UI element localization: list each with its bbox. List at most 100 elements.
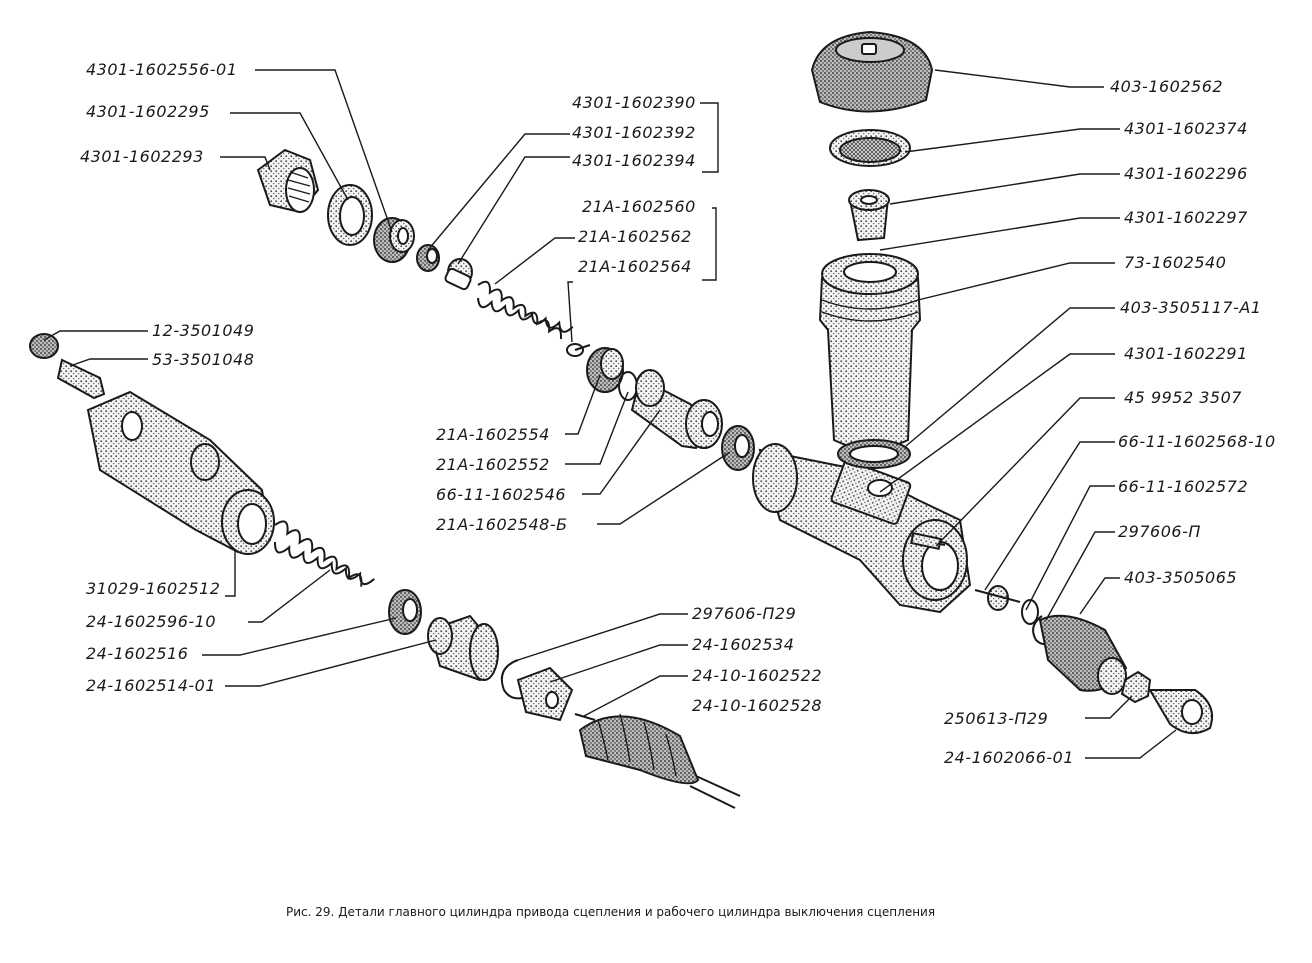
part-number-label: 24-10-1602522 [692, 666, 822, 685]
leader [225, 639, 437, 687]
part-master-cylinder-body [752, 443, 972, 614]
leader [934, 69, 1104, 88]
leader [567, 281, 573, 343]
part-number-label: 21А-1602554 [436, 425, 550, 444]
leader [220, 156, 271, 171]
leader [565, 391, 629, 465]
leader [248, 569, 331, 623]
leader [702, 207, 717, 281]
part-number-label: 4301-1602392 [572, 123, 696, 142]
part-number-label: 45 9952 3507 [1124, 388, 1242, 407]
leader [1085, 729, 1177, 759]
part-bleeder-valve [56, 358, 106, 400]
leader [255, 69, 393, 233]
leader [230, 112, 349, 201]
part-number-label: 297606-П29 [692, 604, 796, 623]
leader [582, 409, 661, 495]
part-small-bushing [416, 244, 440, 272]
part-number-label: 66-11-1602546 [436, 485, 566, 504]
leader [935, 397, 1115, 547]
leader [549, 644, 688, 683]
part-fitting [848, 189, 890, 242]
leader [494, 237, 575, 285]
leader [1025, 485, 1115, 611]
part-number-label: 4301-1602394 [572, 151, 696, 170]
leader [1079, 577, 1120, 615]
part-number-label: 24-1602514-01 [86, 676, 216, 695]
leader [889, 173, 1120, 205]
leader [700, 102, 719, 173]
parts-drawing [29, 30, 1214, 809]
part-slave-circlip [500, 659, 523, 700]
part-labels: 4301-1602556-01 4301-1602295 4301-160229… [80, 60, 1276, 767]
part-number-label: 21А-1602564 [578, 257, 692, 276]
part-spring-lower [273, 520, 375, 587]
leader [597, 451, 731, 525]
leader [202, 617, 397, 656]
part-number-label: 24-1602534 [692, 635, 794, 654]
part-seal-small [721, 425, 755, 471]
part-number-label: 4301-1602390 [572, 93, 696, 112]
part-number-label: 4301-1602374 [1124, 119, 1248, 138]
leader [879, 353, 1115, 493]
part-valve-small [566, 343, 591, 357]
part-number-label: 4301-1602291 [1124, 344, 1248, 363]
part-number-label: 66-11-1602572 [1118, 477, 1248, 496]
leader [517, 613, 688, 661]
leader [879, 217, 1120, 251]
leader-lines [43, 69, 1177, 759]
leader [904, 128, 1120, 153]
part-number-label: 297606-П [1118, 522, 1201, 541]
part-number-label: 24-1602516 [86, 644, 188, 663]
part-number-label: 4301-1602297 [1124, 208, 1248, 227]
leader [1045, 531, 1115, 621]
part-number-label: 12-3501049 [152, 321, 254, 340]
part-ring-small [1021, 599, 1039, 625]
part-number-label: 21А-1602548-Б [436, 515, 568, 534]
leader [1085, 695, 1133, 719]
part-ring-thin [618, 371, 638, 401]
part-hex-plug [256, 148, 320, 214]
part-number-label: 21А-1602560 [582, 197, 696, 216]
part-slave-sleeve [516, 666, 574, 722]
part-washer-large [327, 184, 373, 246]
part-spring-seat [444, 258, 473, 291]
part-number-label: 403-3505117-А1 [1120, 298, 1261, 317]
part-slave-cup [388, 589, 422, 635]
part-stud [910, 532, 942, 550]
part-reservoir [818, 253, 922, 450]
leader [583, 675, 688, 717]
leader [225, 550, 236, 597]
part-boot [1038, 614, 1128, 695]
part-number-label: 21А-1602552 [436, 455, 550, 474]
part-bleeder-cap [29, 333, 59, 359]
part-fork [1148, 689, 1214, 735]
part-small-nut [1120, 670, 1152, 704]
leader [565, 374, 601, 435]
part-number-label: 4301-1602556-01 [86, 60, 237, 79]
part-pushrod-ring [974, 585, 1021, 611]
part-number-label: 66-11-1602568-10 [1118, 432, 1276, 451]
part-number-label: 21А-1602562 [578, 227, 692, 246]
part-slave-cylinder [86, 390, 275, 555]
part-filter-mesh [829, 129, 911, 167]
part-number-label: 4301-1602295 [86, 102, 210, 121]
leader [69, 358, 148, 367]
part-number-label: 31029-1602512 [86, 579, 220, 598]
part-slave-boot [574, 713, 741, 809]
leader [905, 307, 1115, 447]
part-reservoir-cap [810, 30, 934, 113]
part-number-label: 403-1602562 [1110, 77, 1223, 96]
part-piston-cup [586, 347, 624, 393]
part-number-label: 24-10-1602528 [692, 696, 822, 715]
part-number-label: 4301-1602293 [80, 147, 204, 166]
figure-caption: Рис. 29. Детали главного цилиндра привод… [286, 905, 935, 919]
part-piston [630, 369, 723, 450]
leader [984, 441, 1115, 591]
part-seal-ring [373, 217, 415, 263]
part-number-label: 24-1602596-10 [86, 612, 216, 631]
part-number-label: 4301-1602296 [1124, 164, 1248, 183]
part-number-label: 403-3505065 [1124, 568, 1237, 587]
part-gasket [837, 439, 911, 469]
